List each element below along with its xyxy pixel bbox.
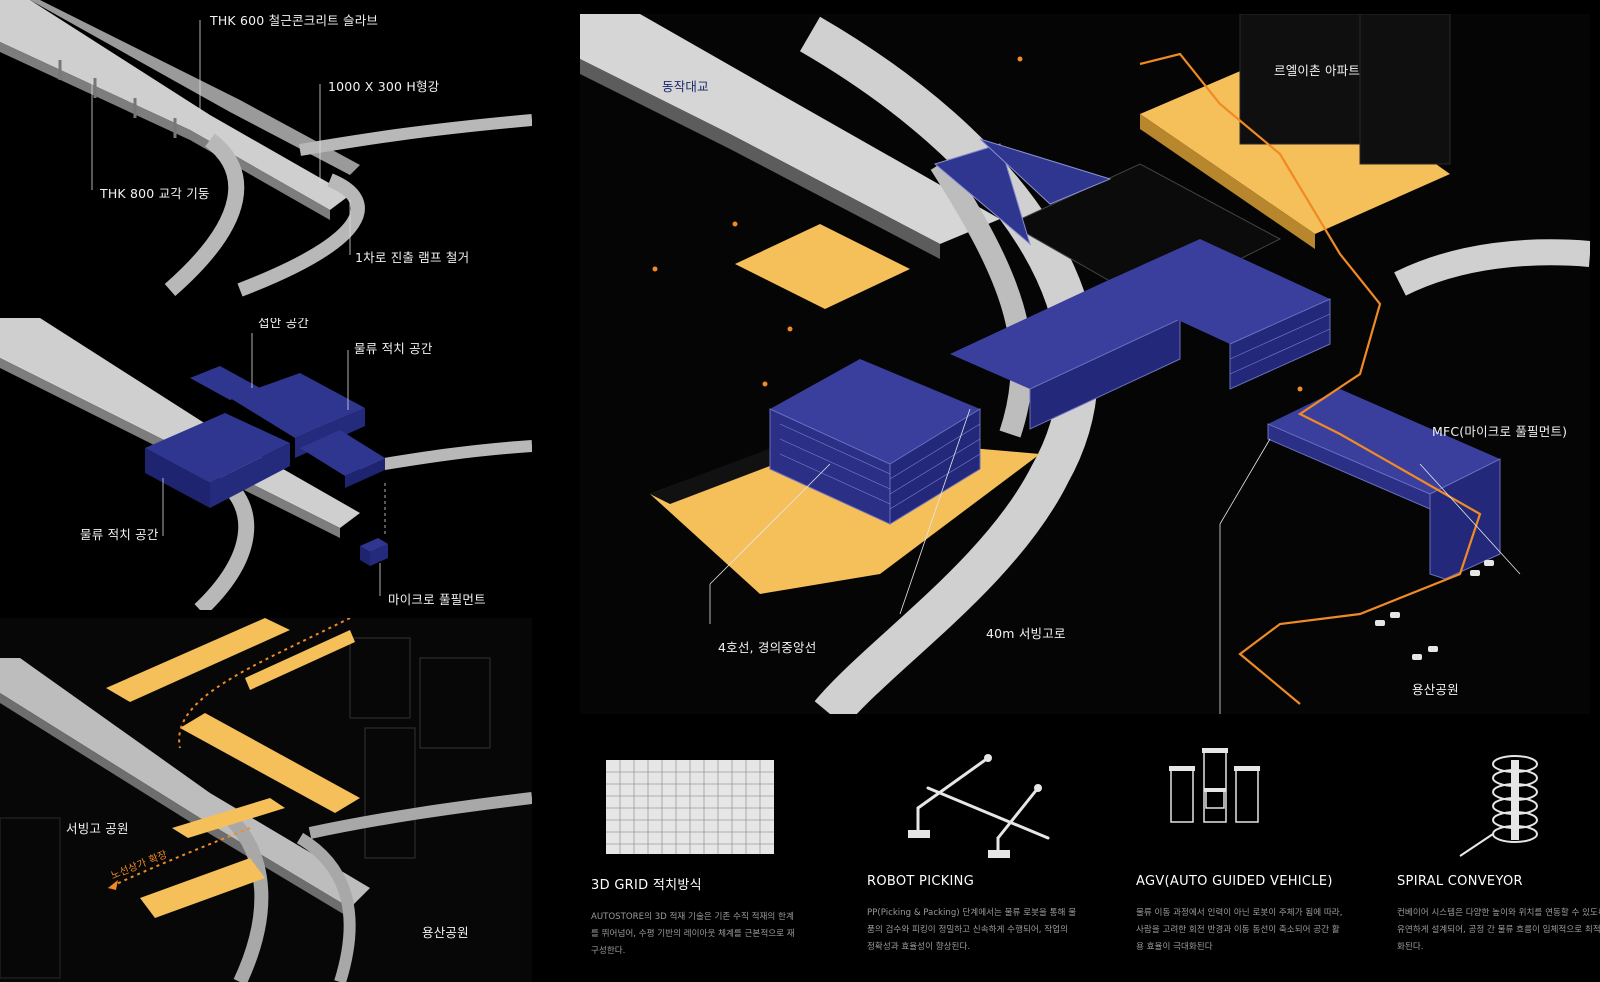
slab-top-rail bbox=[30, 0, 360, 175]
label-bridge: 동작대교 bbox=[662, 79, 709, 94]
main-axonometric bbox=[580, 14, 1590, 714]
structure-drawing bbox=[0, 0, 532, 297]
ramp-curve bbox=[299, 114, 532, 156]
grid-storage-icon bbox=[606, 760, 774, 854]
ramp-left bbox=[224, 813, 269, 982]
feature-title: 3D GRID 적치방식 bbox=[591, 878, 702, 893]
label-micro: 마이크로 풀필먼트 bbox=[388, 592, 486, 607]
feature-title: AGV(AUTO GUIDED VEHICLE) bbox=[1136, 874, 1333, 889]
icon-agv-tower bbox=[1166, 748, 1266, 830]
slab-edge bbox=[0, 42, 330, 220]
label-road: 40m 서빙고로 bbox=[986, 626, 1066, 641]
micro-fulfillment-side bbox=[360, 546, 370, 566]
storage-block-left bbox=[145, 413, 290, 483]
feature-desc: 물류 이동 과정에서 인력이 아닌 로봇이 주체가 됨에 따라, 사람을 고려한… bbox=[1136, 908, 1343, 952]
ramp-curve bbox=[308, 792, 532, 839]
bridge-deck bbox=[580, 14, 1000, 244]
feature-title: ROBOT PICKING bbox=[867, 874, 975, 889]
icon-grid-storage bbox=[606, 760, 774, 854]
storage-top-right bbox=[1100, 239, 1330, 344]
canopy-blue bbox=[979, 138, 1112, 205]
label-ramp: 1차로 진출 램프 철거 bbox=[355, 250, 470, 265]
label-park: 용산공원 bbox=[1412, 682, 1459, 697]
storage-block-right bbox=[230, 373, 365, 438]
feature-grid: 3D GRID 적치방식 AUTOSTORE의 3D 적재 기술은 기존 수직 … bbox=[591, 874, 826, 960]
label-slab: THK 600 철근콘크리트 슬라브 bbox=[210, 13, 379, 28]
people-markers bbox=[652, 56, 1303, 392]
agv-path bbox=[1139, 52, 1482, 705]
expansion-route bbox=[107, 827, 251, 889]
feature-desc: PP(Picking & Packing) 단계에서는 물류 로봇을 통해 물품… bbox=[867, 908, 1077, 952]
building-outline bbox=[0, 817, 61, 979]
label-reception: 접안 공간 bbox=[258, 318, 309, 330]
label-pillar: THK 800 교각 기둥 bbox=[100, 186, 210, 201]
spiral-conveyor-icon bbox=[1459, 755, 1538, 857]
canopy-blue bbox=[933, 143, 1031, 246]
panel-structure: THK 600 철근콘크리트 슬라브 1000 X 300 H형강 THK 80… bbox=[0, 0, 532, 300]
mfc-tower bbox=[1429, 458, 1501, 580]
storage-grid bbox=[779, 313, 1331, 510]
panel-program: 접안 공간 물류 적치 공간 물류 적치 공간 마이크로 풀필먼트 bbox=[0, 318, 532, 610]
dock-block-side bbox=[345, 458, 385, 488]
bridge-edge bbox=[580, 59, 940, 259]
label-apartment: 르엘이촌 아파트 bbox=[1274, 63, 1361, 78]
road-curve-east bbox=[1394, 239, 1590, 296]
building-outline bbox=[419, 657, 491, 749]
apartment-side bbox=[1140, 114, 1315, 249]
yellow-block bbox=[140, 858, 265, 918]
feature-agv: AGV(AUTO GUIDED VEHICLE) 물류 이동 과정에서 인력이 … bbox=[1136, 874, 1371, 956]
apartment-tower bbox=[1239, 14, 1361, 145]
storage-front-center bbox=[1029, 318, 1181, 430]
reception-block bbox=[190, 366, 260, 400]
feature-desc: AUTOSTORE의 3D 적재 기술은 기존 수직 적재의 한계를 뛰어넘어,… bbox=[591, 912, 795, 956]
storage-block-side bbox=[145, 448, 210, 508]
ramp-right bbox=[296, 832, 356, 982]
feature-title: SPIRAL CONVEYOR bbox=[1397, 874, 1523, 889]
agv-tower-icon bbox=[1169, 748, 1260, 823]
elevated-road bbox=[0, 658, 370, 908]
panel-site: 서빙고 공원 노선상가 확장 용산공원 bbox=[0, 618, 532, 982]
building-outline bbox=[349, 637, 411, 719]
yellow-block bbox=[245, 630, 355, 690]
expansion-route bbox=[178, 618, 351, 749]
robot-arm-icon bbox=[908, 754, 1050, 858]
feature-robot: ROBOT PICKING PP(Picking & Packing) 단계에서… bbox=[867, 874, 1102, 956]
main-leaders bbox=[709, 408, 1521, 714]
storage-top-center bbox=[950, 284, 1180, 389]
yellow-block bbox=[735, 224, 910, 309]
road-ramp bbox=[930, 158, 1033, 438]
ramp-left bbox=[164, 133, 245, 297]
feature-spiral: SPIRAL CONVEYOR 컨베이어 시스템은 다양한 높이와 위치를 연동… bbox=[1397, 874, 1600, 956]
route-arrow-icon bbox=[108, 880, 118, 890]
label-hbeam: 1000 X 300 H형강 bbox=[328, 79, 440, 94]
feature-desc: 컨베이어 시스템은 다양한 높이와 위치를 연동할 수 있도록 유연하게 설계되… bbox=[1397, 908, 1600, 952]
label-park-sb: 서빙고 공원 bbox=[66, 821, 129, 836]
mfc-top bbox=[1268, 389, 1500, 494]
elevated-slab bbox=[0, 0, 350, 210]
label-park-ys: 용산공원 bbox=[422, 925, 469, 940]
icon-robot-arm bbox=[888, 748, 1058, 858]
car-group bbox=[1375, 560, 1494, 660]
label-mfc: MFC(마이크로 풀필먼트) bbox=[1432, 424, 1568, 439]
panel-main: 동작대교 르엘이촌 아파트 MFC(마이크로 풀필먼트) 4호선, 경의중앙선 … bbox=[580, 14, 1590, 714]
label-storage-a: 물류 적치 공간 bbox=[354, 341, 433, 356]
ramp-curve bbox=[359, 440, 532, 474]
yellow-block bbox=[172, 798, 285, 838]
label-line: 4호선, 경의중앙선 bbox=[718, 640, 817, 655]
label-storage-b: 물류 적치 공간 bbox=[80, 527, 159, 542]
program-drawing bbox=[0, 318, 532, 610]
storage-top-left bbox=[770, 359, 980, 464]
yellow-block bbox=[180, 713, 360, 813]
road-serving bbox=[799, 16, 1098, 714]
dock-block bbox=[300, 430, 385, 476]
storage-block-front bbox=[210, 443, 290, 508]
apartment-tower bbox=[1359, 14, 1451, 165]
site-drawing bbox=[0, 618, 532, 982]
micro-fulfillment-block bbox=[360, 538, 388, 552]
yellow-block bbox=[106, 618, 290, 702]
micro-fulfillment-front bbox=[370, 544, 388, 566]
building-outline bbox=[364, 727, 416, 859]
ramp-right bbox=[237, 173, 365, 297]
icon-spiral-conveyor bbox=[1455, 752, 1555, 862]
